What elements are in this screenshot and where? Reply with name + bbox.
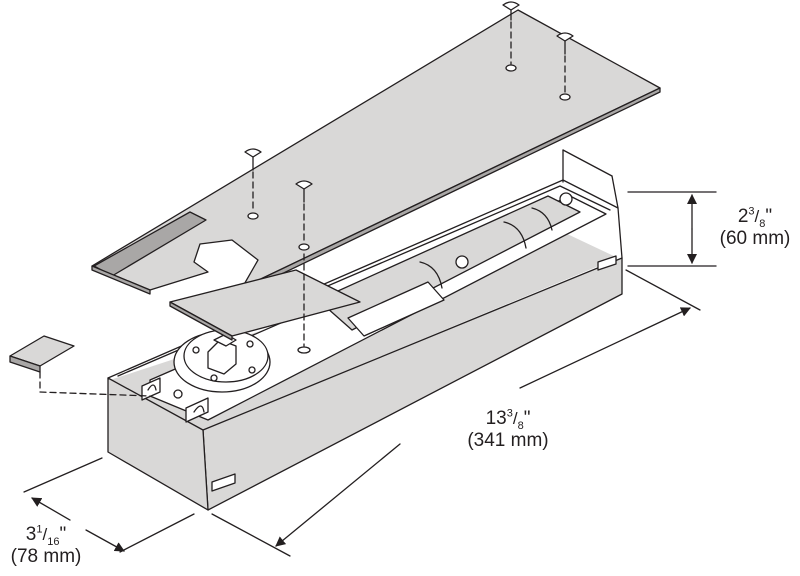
housing-back-edge	[562, 149, 613, 177]
cover-hole-3	[505, 64, 517, 72]
disc-hole-2	[210, 374, 218, 382]
cylinder-body	[317, 195, 581, 331]
cover-plate-top	[91, 9, 661, 291]
cover-hole-1	[247, 212, 259, 220]
housing-slot-side	[597, 255, 617, 271]
screw-4	[556, 32, 574, 55]
spindle-plate-hole	[297, 346, 311, 354]
spindle-cover-plate	[169, 269, 361, 354]
housing-short-side	[107, 377, 209, 511]
cover-plate-edge	[91, 265, 151, 295]
adjust-screw-1	[455, 255, 469, 269]
cover-hole-4	[559, 93, 571, 101]
width-extension-right	[119, 513, 195, 553]
spindle-plate-edge	[169, 301, 233, 341]
cover-plate	[91, 9, 661, 295]
length-metric: (341 mm)	[467, 430, 549, 451]
clip-hook-2	[193, 405, 205, 413]
length-extension-left	[211, 513, 291, 557]
disc-hole-1	[192, 346, 200, 354]
housing-back-edge-2	[611, 175, 619, 209]
spring-block	[347, 281, 445, 337]
length-extension-right	[625, 269, 701, 311]
dimension-lines	[23, 191, 717, 557]
height-dimension-label: 23/8" (60 mm)	[712, 206, 798, 250]
cylinder-rib-1	[419, 261, 443, 289]
width-extension-left	[23, 457, 103, 493]
width-dimension-label: 31/16" (78 mm)	[0, 524, 92, 568]
length-arrow-left	[275, 443, 401, 547]
height-imperial: 23/8"	[737, 205, 773, 230]
screw-2	[295, 180, 313, 203]
disc-hole-3	[248, 366, 256, 374]
screw-1	[244, 148, 262, 171]
width-arrow-right	[85, 529, 125, 552]
end-insert	[9, 335, 75, 373]
length-arrow-right	[519, 307, 691, 389]
screw-3	[502, 1, 520, 21]
closer-mechanism	[141, 192, 607, 423]
width-metric: (78 mm)	[10, 546, 82, 567]
adjust-screw-2	[559, 192, 573, 206]
width-arrow-left	[31, 497, 71, 521]
cover-hole-2	[298, 243, 310, 251]
width-imperial: 31/16"	[25, 523, 67, 548]
height-metric: (60 mm)	[719, 228, 791, 249]
disc-hole-4	[246, 340, 254, 348]
clip-hook-1	[147, 384, 157, 391]
cylinder-rib-2	[503, 221, 527, 249]
length-dimension-label: 133/8" (341 mm)	[448, 408, 568, 452]
mounting-clip-2	[185, 397, 209, 423]
screws	[244, 1, 574, 203]
alignment-lines	[39, 21, 566, 397]
housing-slot-front	[211, 473, 236, 492]
clip-screw	[173, 389, 183, 399]
cylinder-rib-3	[531, 207, 553, 231]
length-imperial: 133/8"	[485, 407, 531, 432]
